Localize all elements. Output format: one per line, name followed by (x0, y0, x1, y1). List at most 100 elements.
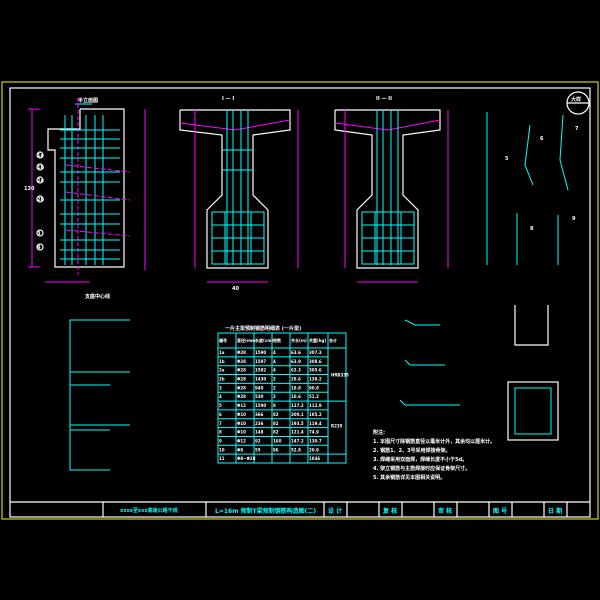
bar-callout: 9 (572, 216, 576, 222)
table-cell: 2 (273, 394, 276, 399)
bar-callout: 5 (505, 156, 509, 162)
table-cell: Φ28 (237, 359, 246, 364)
bar-callout: 6 (540, 136, 544, 142)
bar-callout: 7 (575, 126, 579, 132)
drawing-title: L=16m 预制T梁预制钢筋构造图(二) (215, 507, 316, 515)
table-cell: 307.3 (309, 350, 322, 355)
table-header: 共长(m) (291, 337, 307, 343)
table-cell: 18.8 (291, 385, 301, 390)
table-cell: 119.4 (309, 421, 322, 426)
table-cell: Φ8 (237, 447, 243, 452)
table-cell: 52.8 (291, 447, 301, 452)
width-dim: 40 (232, 286, 239, 292)
table-cell: 82 (273, 430, 279, 435)
table-cell: 1430 (255, 377, 266, 382)
table-cell: 5 (219, 403, 222, 408)
table-cell: Φ28 (237, 368, 246, 373)
bent-bar-shapes (69, 305, 559, 471)
table-cell: Φ28 (237, 385, 246, 390)
outer-frame (1, 81, 599, 520)
table-cell: Φ8~Φ28 (237, 456, 256, 461)
drawing-no-label: 图 号 (493, 507, 507, 515)
table-cell: 96 (273, 447, 279, 452)
notes-heading: 附注: (373, 429, 385, 436)
table-cell: 2 (273, 377, 276, 382)
title-block: xxxx至xxx高速公路干线 L=16m 预制T梁预制钢筋构造图(二) 设 计 … (10, 501, 590, 517)
table-cell: 236 (255, 421, 264, 426)
table-cell: 300.1 (291, 412, 304, 417)
section1-label: I — I (222, 96, 234, 102)
table-cell: 1582 (255, 368, 266, 373)
notes: 附注: 1. 本图尺寸除钢筋直径以毫米计外，其余均以厘米计。 2. 钢筋1、2、… (373, 429, 495, 481)
table-cell: Φ12 (237, 403, 246, 408)
table-cell: Φ12 (237, 438, 246, 443)
table-cell: 3 (219, 385, 222, 390)
table-cell: 305.6 (309, 368, 322, 373)
table-cell: Φ28 (237, 377, 246, 382)
table-cell: 63.9 (291, 359, 301, 364)
elevation-label: 半立面图 (78, 97, 98, 104)
group-total: R235 (331, 424, 343, 429)
table-cell: 63.6 (291, 350, 301, 355)
review-label: 审 核 (438, 507, 452, 515)
table-cell: 940 (255, 385, 264, 390)
rebar-group (60, 115, 120, 265)
table-cell: 9 (219, 438, 222, 443)
table-cell: 74.9 (309, 430, 319, 435)
table-cell: 4 (273, 368, 276, 373)
table-cell: 10.6 (291, 394, 301, 399)
table-cell: 92 (255, 438, 261, 443)
bar-callout: 4 (37, 245, 41, 251)
table-cell: 1590 (255, 403, 266, 408)
table-cell: Φ10 (237, 421, 246, 426)
table-header: 直径(mm) (237, 337, 257, 343)
bar-callout: 1a (37, 153, 44, 159)
table-header: 共重(kg) (309, 337, 326, 343)
note-line: 4. 架立钢筋与主筋焊接时应保证骨架尺寸。 (373, 465, 470, 472)
table-cell: 82 (273, 421, 279, 426)
table-cell: 1590 (255, 350, 266, 355)
table-cell: 90.8 (309, 385, 319, 390)
section-1-view: I — I 40 (179, 96, 299, 292)
inner-frame (9, 87, 591, 518)
group-total: HRB335 (331, 373, 349, 378)
table-cell: 1846 (309, 456, 320, 461)
table-cell: 130.7 (309, 438, 322, 443)
table-cell: 11 (219, 456, 225, 461)
table-cell: 2b (219, 377, 225, 382)
design-label: 设 计 (328, 507, 342, 515)
table-cell: 121.4 (291, 430, 304, 435)
half-elevation-view: 半立面图 130 1a 1b 2a (24, 97, 146, 300)
check-label: 复 核 (382, 507, 397, 515)
table-cell: 63.3 (291, 368, 301, 373)
table-cell: 4 (273, 359, 276, 364)
table-cell: 28.6 (291, 377, 301, 382)
table-cell: 308.6 (309, 359, 322, 364)
note-line: 3. 焊缝采用双面焊，焊缝长度不小于5d。 (373, 456, 467, 463)
table-title: 一片主梁预制钢筋明细表 (一片梁) (225, 325, 301, 332)
table-cell: 20.9 (309, 447, 319, 452)
bar-callout: 8 (530, 226, 534, 232)
detail-label: 大样 (571, 96, 581, 103)
table-header: 合计 (329, 337, 337, 343)
table-cell: 4 (273, 350, 276, 355)
table-cell: 4 (219, 394, 222, 399)
bar-callout: 1b (37, 165, 44, 171)
date-label: 日 期 (548, 507, 562, 515)
table-cell: 530 (255, 394, 264, 399)
table-cell: 51.2 (309, 394, 319, 399)
table-cell: 138.2 (309, 377, 322, 382)
bar-callout: 3 (37, 231, 41, 237)
note-line: 2. 钢筋1、2、3号采用焊接骨架。 (373, 447, 451, 454)
table-cell: 8 (273, 403, 276, 408)
table-cell: 6 (219, 412, 222, 417)
detail-bars: 大样 5 6 7 8 9 (486, 91, 590, 265)
table-cell: 1a (219, 350, 225, 355)
table-cell: 82 (273, 412, 279, 417)
table-cell: 160 (273, 438, 282, 443)
table-cell: Φ28 (237, 394, 246, 399)
table-cell: 2a (219, 368, 225, 373)
table-cell: 112.9 (309, 403, 322, 408)
table-cell: 55 (255, 447, 261, 452)
